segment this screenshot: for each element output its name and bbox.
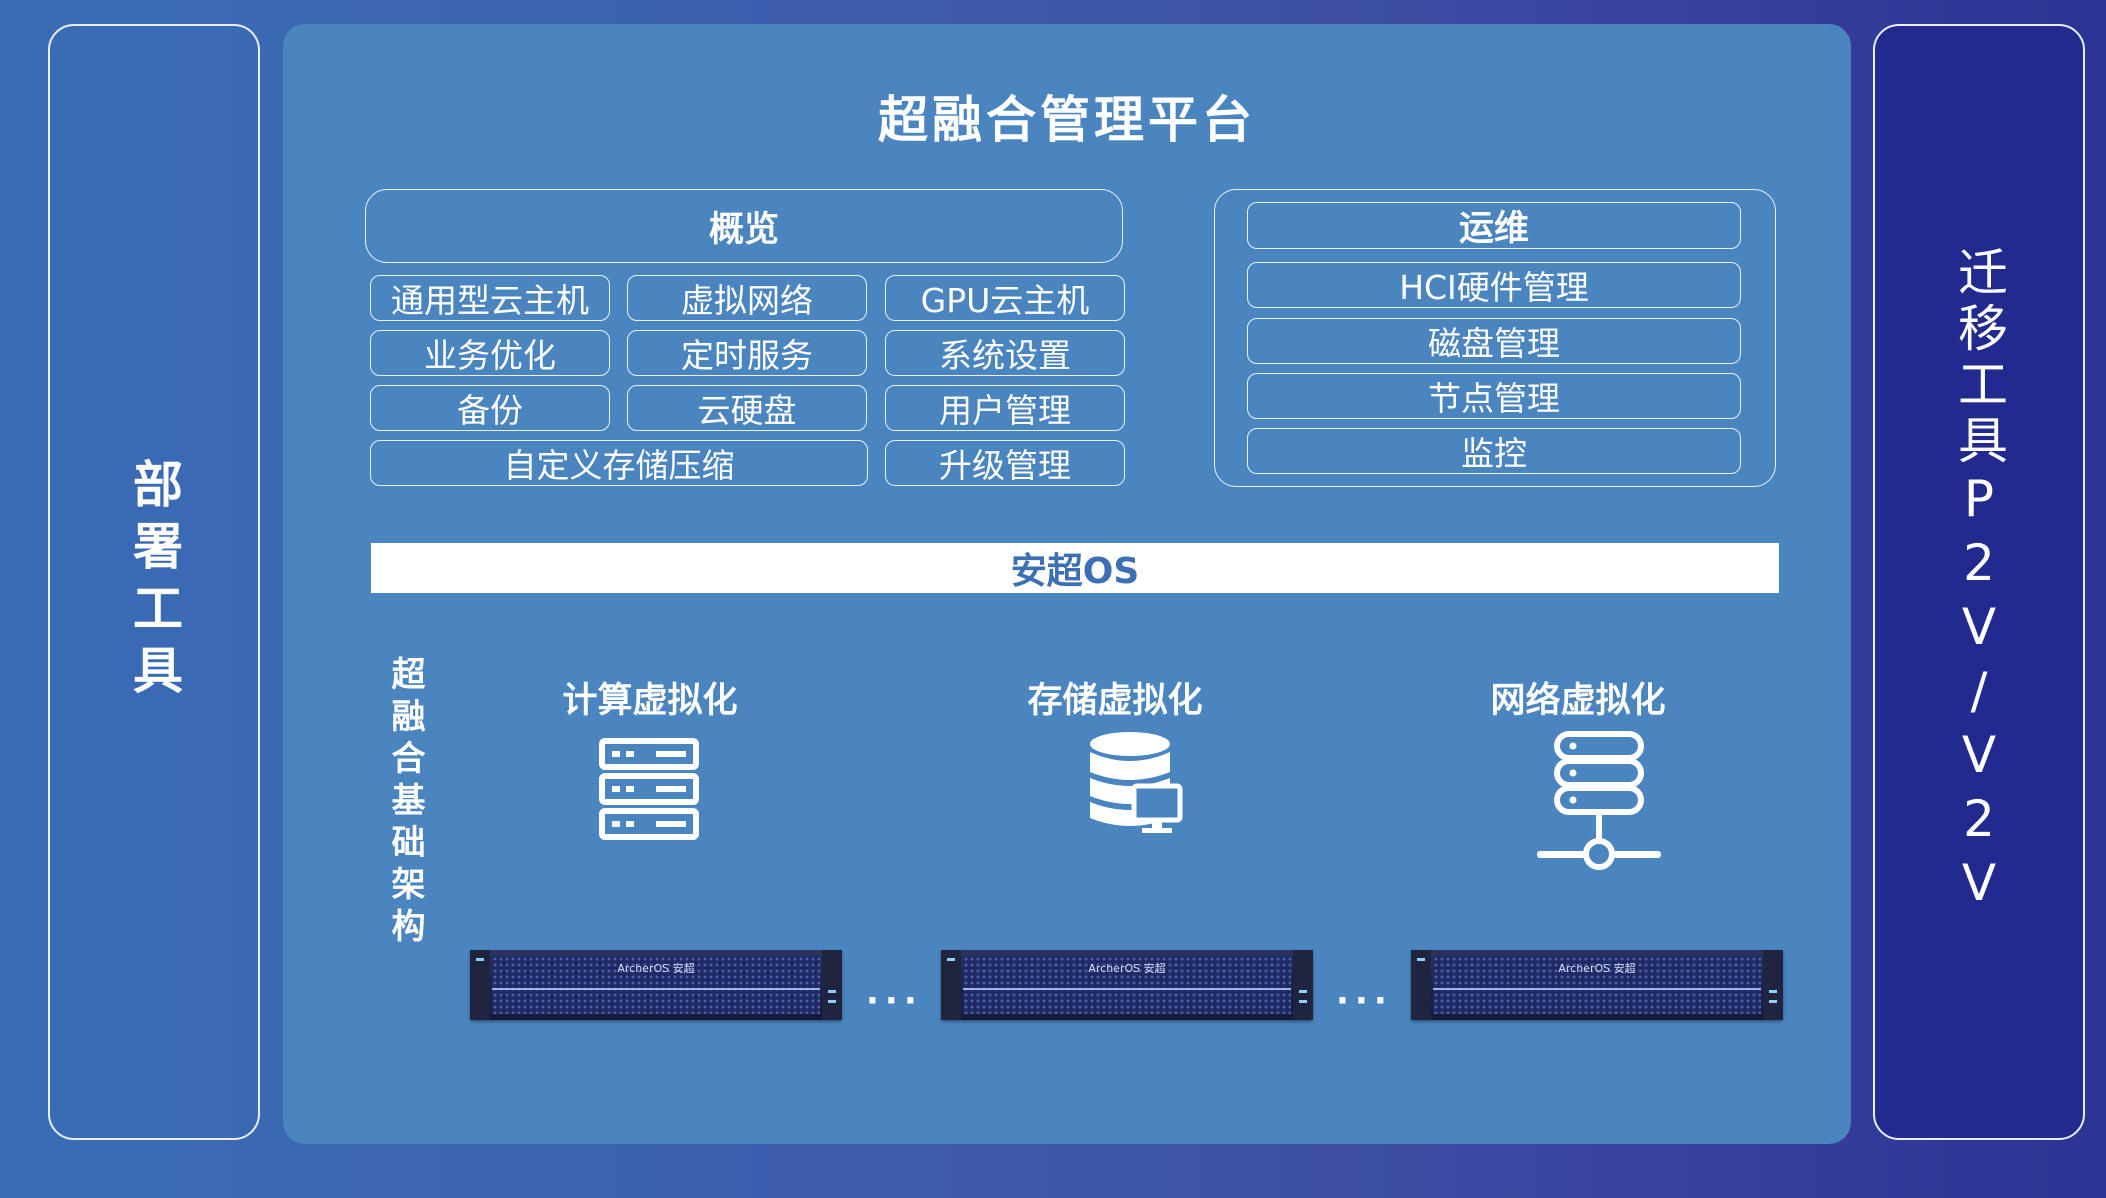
ops-header: 运维 <box>1247 202 1741 249</box>
migration-tools-panel: 迁移工具P2V/V2V <box>1873 24 2085 1140</box>
overview-item: 用户管理 <box>885 385 1125 431</box>
server-unit: ArcherOS 安超 <box>941 950 1313 1020</box>
server-rack-icon <box>599 738 699 840</box>
ops-item: 节点管理 <box>1247 373 1741 419</box>
overview-item: 系统设置 <box>885 330 1125 376</box>
ops-frame <box>1214 189 1776 487</box>
migration-tools-label: 迁移工具P2V/V2V <box>1950 246 2008 918</box>
compute-virtualization-title: 计算虚拟化 <box>562 681 738 721</box>
ellipsis: ··· <box>1336 981 1393 1021</box>
network-server-icon <box>1537 731 1661 870</box>
server-unit: ArcherOS 安超 <box>1411 950 1783 1020</box>
platform-title: 超融合管理平台 <box>878 91 1256 149</box>
overview-header: 概览 <box>365 189 1123 263</box>
server-brand-label: ArcherOS 安超 <box>617 962 695 975</box>
deployment-tools-label: 部署工具 <box>125 458 183 706</box>
overview-item: GPU云主机 <box>885 275 1125 321</box>
overview-item: 定时服务 <box>627 330 867 376</box>
overview-item: 虚拟网络 <box>627 275 867 321</box>
storage-virtualization-title: 存储虚拟化 <box>1027 681 1203 721</box>
overview-item: 备份 <box>370 385 610 431</box>
os-bar: 安超OS <box>371 543 1779 593</box>
overview-item: 升级管理 <box>885 440 1125 486</box>
server-brand-label: ArcherOS 安超 <box>1088 962 1166 975</box>
server-unit: ArcherOS 安超 <box>470 950 842 1020</box>
server-brand-label: ArcherOS 安超 <box>1558 962 1636 975</box>
overview-item: 自定义存储压缩 <box>370 440 868 486</box>
network-virtualization-title: 网络虚拟化 <box>1490 681 1666 721</box>
database-monitor-icon <box>1090 732 1183 833</box>
ops-item: 监控 <box>1247 428 1741 474</box>
infrastructure-label: 超融合基础架构 <box>385 656 425 950</box>
ops-item: 磁盘管理 <box>1247 318 1741 364</box>
overview-item: 云硬盘 <box>627 385 867 431</box>
hci-platform-panel: 超融合管理平台 概览 通用型云主机 虚拟网络 GPU云主机 业务优化 定时服务 … <box>283 24 1851 1144</box>
ellipsis: ··· <box>866 981 923 1021</box>
deployment-tools-panel: 部署工具 <box>48 24 260 1140</box>
ops-item: HCI硬件管理 <box>1247 262 1741 308</box>
overview-item: 通用型云主机 <box>370 275 610 321</box>
overview-item: 业务优化 <box>370 330 610 376</box>
